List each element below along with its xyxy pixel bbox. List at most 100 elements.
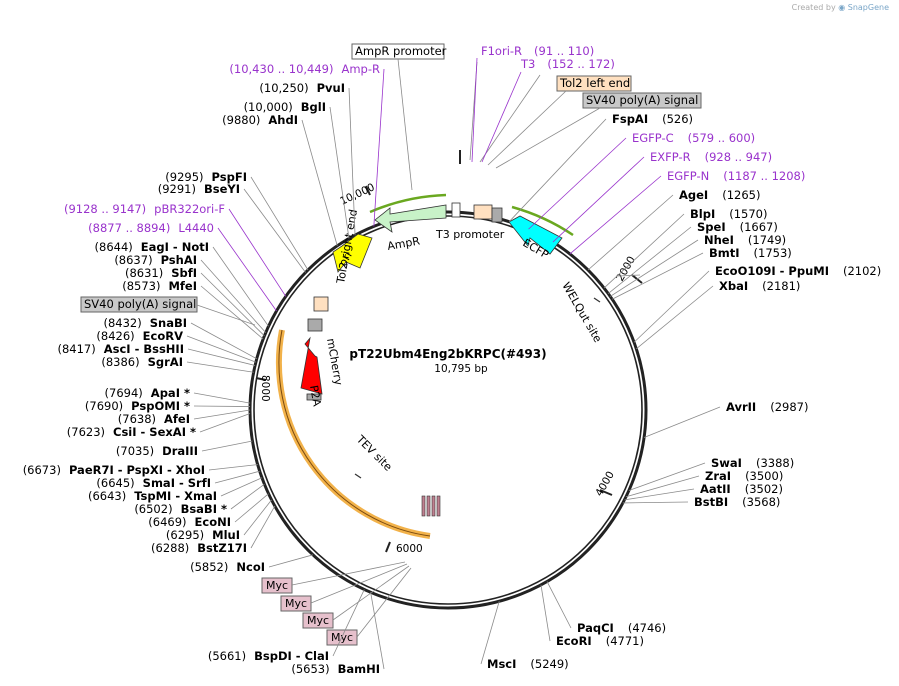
- leader-line: [546, 581, 572, 629]
- site-msci: MscI(5249): [487, 657, 569, 671]
- feature-ori: [332, 233, 373, 273]
- leader-line: [190, 322, 257, 360]
- feature-ampr: [374, 204, 447, 233]
- site-bstz17i: (6288)BstZ17I: [151, 541, 247, 555]
- site-econi: (6469)EcoNI: [148, 515, 231, 529]
- leader-line: [200, 272, 265, 337]
- label-ampr-promoter: AmpR promoter: [355, 44, 447, 58]
- feature-welqut: [593, 297, 601, 303]
- leader-line: [356, 567, 412, 638]
- site-sbfi: (8631)SbfI: [125, 266, 197, 280]
- feature-label-ori: ori: [336, 250, 354, 269]
- leader-line: [301, 119, 338, 246]
- primer-pbr322ori-f: (9128 .. 9147)pBR322ori-F: [64, 202, 225, 216]
- right-labels: FspAI(526)EGFP-C(579 .. 600)EXFP-R(928 .…: [487, 112, 881, 671]
- site-pspfi: (9295)PspFI: [165, 170, 247, 184]
- site-pvui: (10,250)PvuI: [259, 81, 345, 95]
- primer-f1ori-r: F1ori-R(91 .. 110): [481, 44, 594, 58]
- primer-exfp-r: EXFP-R(928 .. 947): [650, 150, 772, 164]
- feature-mcherry: [300, 336, 323, 395]
- site-ecori: EcoRI(4771): [556, 634, 644, 648]
- leader-line: [332, 565, 410, 621]
- leader-line: [196, 304, 256, 326]
- leader-line: [217, 227, 277, 312]
- feature-tol2-left: [473, 204, 493, 220]
- site-paqci: PaqCI(4746): [577, 621, 666, 635]
- label-box-sv40: [582, 92, 702, 109]
- myc-tag-box: [302, 612, 334, 629]
- leader-line: [609, 239, 699, 297]
- primer-egfp-n: EGFP-N(1187 .. 1208): [667, 169, 805, 183]
- site-ecorv: (8426)EcoRV: [96, 329, 183, 343]
- leader-line: [193, 409, 251, 420]
- feature-label-tev: TEV site: [353, 432, 395, 474]
- leader-line: [228, 208, 287, 297]
- site-bseyi: (9291)BseYI: [158, 182, 240, 196]
- feature-tol2-right: [313, 296, 329, 312]
- feature-t3-promoter: [451, 202, 461, 218]
- leader-line: [329, 106, 350, 239]
- site-avrii: AvrII(2987): [726, 400, 808, 414]
- site-asci-bsshii: (8417)AscI - BssHII: [57, 342, 184, 356]
- site-bgli: (10,000)BglI: [244, 100, 326, 114]
- site-smai-srfi: (6645)SmaI - SrfI: [96, 476, 211, 490]
- feature-ecfp: [508, 215, 563, 255]
- site-afei: (7638)AfeI: [118, 412, 190, 426]
- leader-line: [214, 470, 260, 484]
- leader-line: [291, 561, 406, 586]
- leader-line: [624, 488, 695, 501]
- leader-line: [508, 118, 607, 222]
- myc-tag-box: [280, 595, 312, 612]
- feature-label-welqut: WELQut site: [559, 280, 604, 345]
- leader-line: [611, 252, 704, 300]
- leader-line: [199, 413, 251, 433]
- backbone-inner-ring: [253, 215, 643, 605]
- snapgene-credit: Created by ◉ SnapGene: [791, 3, 889, 12]
- primer-t3: T3(152 .. 172): [520, 57, 615, 71]
- site-pspomi: (7690)PspOMI *: [85, 399, 190, 413]
- label-sv40: SV40 poly(A) signal: [586, 93, 698, 107]
- site-ahdi: (9880)AhdI: [222, 113, 298, 127]
- leader-line: [617, 274, 641, 277]
- leader-line: [250, 505, 276, 549]
- feature-tev: [354, 473, 362, 479]
- feature-label-p2a: P2A: [307, 384, 324, 408]
- leader-line: [397, 58, 413, 191]
- site-agei: AgeI(1265): [679, 188, 760, 202]
- leader-line: [186, 335, 257, 363]
- leader-line: [495, 107, 601, 169]
- site-eagi-noti: (8644)EagI - NotI: [95, 240, 209, 254]
- primer-egfp-c: EGFP-C(579 .. 600): [632, 131, 755, 145]
- leader-line: [607, 226, 692, 294]
- myc-features: [421, 495, 441, 517]
- leader-line: [370, 592, 385, 670]
- leader-line: [628, 462, 706, 491]
- leader-line: [552, 156, 645, 243]
- site-aatii: AatII(3502): [700, 482, 783, 496]
- plasmid-length: 10,795 bp: [434, 363, 488, 375]
- site-tspmi-xmai: (6643)TspMI - XmaI: [88, 489, 217, 503]
- leader-line: [268, 554, 314, 568]
- site-bamhi: (5653)BamHI: [291, 662, 380, 676]
- primer-amp-r: (10,430 .. 10,449)Amp-R: [229, 62, 380, 76]
- leader-line: [187, 348, 256, 366]
- site-bmti: BmtI(1753): [709, 246, 792, 260]
- leader-line: [243, 188, 306, 273]
- site-zrai: ZraI(3500): [705, 469, 783, 483]
- site-swai: SwaI(3388): [711, 456, 794, 470]
- site-xbai: XbaI(2181): [719, 279, 800, 293]
- leader-line: [234, 493, 269, 523]
- site-bspdi-clai: (5661)BspDI - ClaI: [208, 649, 329, 663]
- leader-line: [193, 392, 251, 404]
- myc-tag: Myc: [285, 597, 307, 610]
- label-sv40-left: SV40 poly(A) signal: [84, 297, 196, 311]
- leader-line: [243, 499, 272, 536]
- leader-line: [643, 406, 721, 438]
- primer-l4440: (8877 .. 8894)L4440: [88, 221, 214, 235]
- site-apai: (7694)ApaI *: [105, 386, 190, 400]
- site-bsabi: (6502)BsaBI *: [134, 502, 227, 516]
- leader-line: [208, 464, 258, 471]
- site-bstbi: BstBI(3568): [694, 495, 780, 509]
- feature-sv40-pa: [491, 207, 503, 223]
